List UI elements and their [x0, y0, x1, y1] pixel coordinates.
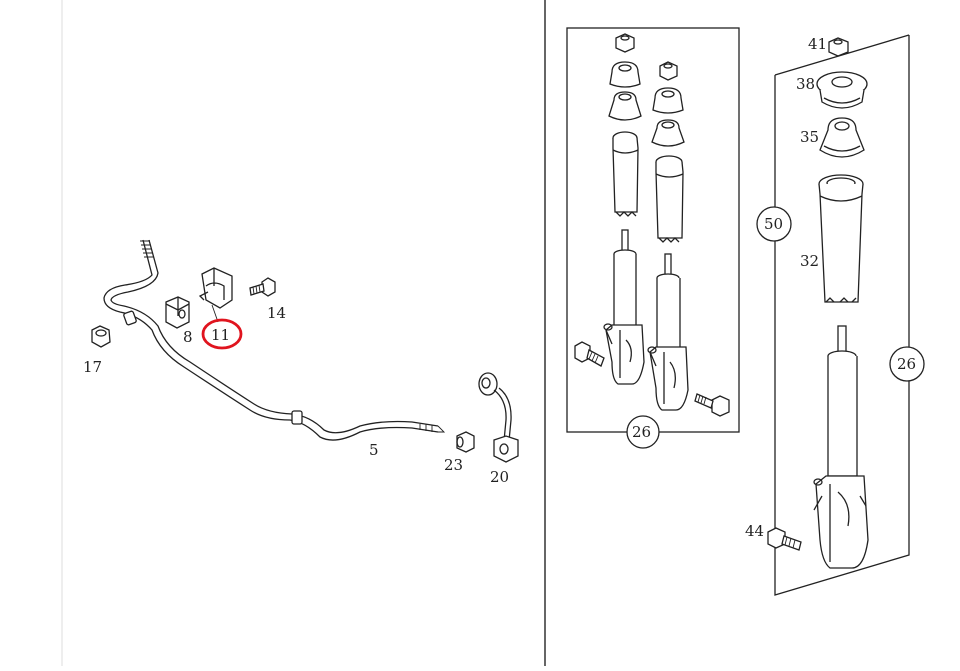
- shock-absorber: [813, 325, 869, 569]
- stabilizer-bar: [103, 239, 446, 441]
- label-17: 17: [83, 358, 102, 376]
- label-5: 5: [369, 441, 379, 459]
- rubber-bushing-8: [165, 296, 190, 329]
- label-38: 38: [796, 75, 815, 93]
- bracket-11: [198, 267, 233, 323]
- bolt-14: [249, 277, 276, 297]
- label-32: 32: [800, 252, 819, 270]
- nut-17: [91, 325, 111, 348]
- kit-circle-26: [626, 415, 660, 449]
- kit-circle-50: [756, 206, 792, 242]
- label-50: 50: [764, 215, 783, 233]
- kit-circle-26b: [889, 346, 925, 382]
- strut-assembly-left: [603, 33, 645, 385]
- label-26-strut: 26: [897, 355, 916, 373]
- label-11[interactable]: 11: [211, 326, 230, 344]
- label-20: 20: [490, 468, 509, 486]
- label-23: 23: [444, 456, 463, 474]
- label-44: 44: [745, 522, 764, 540]
- link-rod-20: [478, 372, 519, 463]
- bolt-44: [767, 527, 802, 551]
- bolt-left-kit: [574, 341, 605, 367]
- highlight-circle: [201, 318, 243, 350]
- nut-41: [828, 37, 849, 57]
- mount-38: [816, 71, 868, 109]
- label-14: 14: [267, 304, 286, 322]
- bolt-right-kit: [694, 393, 730, 417]
- bump-stop-35: [819, 117, 865, 158]
- rubber-bushing-23: [456, 431, 475, 453]
- strut-assembly-right: [647, 61, 689, 411]
- boot-32: [818, 174, 864, 303]
- label-41: 41: [808, 35, 827, 53]
- label-26-kit: 26: [632, 423, 651, 441]
- label-35: 35: [800, 128, 819, 146]
- label-8: 8: [183, 328, 193, 346]
